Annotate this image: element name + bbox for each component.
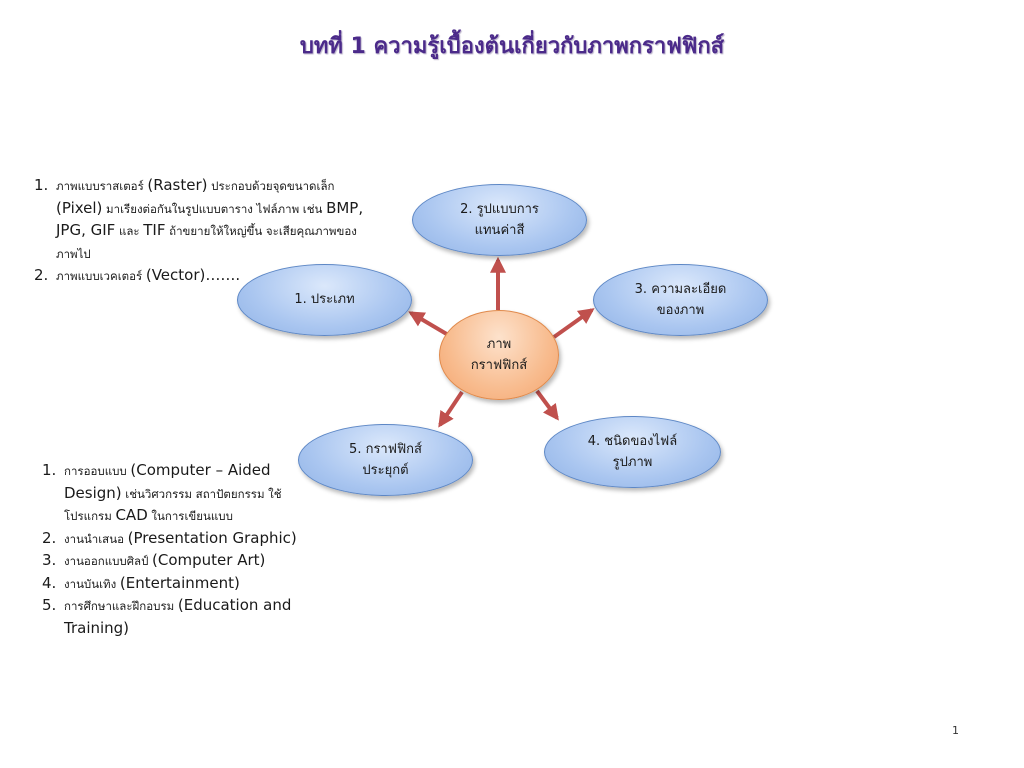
list-text: (Raster) (147, 176, 208, 194)
slide-title: บทที่ 1 ความรู้เบื้องต้นเกี่ยวกับภาพกราฟ… (299, 34, 725, 59)
node-color-model: 2. รูปแบบการแทนค่าสี (412, 184, 587, 256)
arrow-to-node-1 (408, 311, 452, 338)
list-text: งานนำเสนอ (64, 531, 128, 546)
list-item: 1. ภาพแบบราสเตอร์ (Raster) ประกอบด้วยจุดข… (34, 174, 374, 264)
list-text: งานบันเทิง (64, 576, 120, 591)
arrow-to-node-4 (535, 389, 559, 421)
list-text: ถ้าขยายให้ใหญ่ขึ้น จะเสียคุณภาพของภาพไป (56, 224, 357, 261)
list-number: 3. (42, 551, 57, 569)
list-text: (Presentation Graphic) (127, 528, 297, 547)
arrow-to-node-5 (438, 390, 464, 428)
node-type: 1. ประเภท (237, 264, 412, 336)
node-applied-graphics: 5. กราฟฟิกส์ประยุกต์ (298, 424, 473, 496)
list-item: 2. ภาพแบบเวคเตอร์ (Vector)……. (34, 264, 374, 287)
list-number: 2. (34, 266, 49, 284)
list-text: (Pixel) (56, 198, 103, 217)
list-number: 1. (42, 461, 57, 479)
list-text: TIF (143, 221, 166, 239)
list-text: มาเรียงต่อกันในรูปแบบตาราง ไฟล์ภาพ เช่น (102, 201, 327, 216)
list-text: การศึกษาและฝึกอบรม (64, 599, 178, 613)
list-item: 1. การออบแบบ (Computer – Aided Design) เช… (42, 459, 327, 527)
list-text: ภาพแบบราสเตอร์ (56, 179, 148, 193)
list-text: เช่นวิศวกรรม สถาปัตยกรรม ใช้โปรแกรม (64, 486, 282, 524)
applications-list: 1. การออบแบบ (Computer – Aided Design) เช… (42, 459, 327, 639)
list-text: (Entertainment) (119, 573, 240, 592)
list-text: งานออกแบบศิลป์ (64, 554, 153, 568)
list-text: (Education and Training) (64, 596, 292, 637)
list-number: 2. (42, 528, 57, 547)
list-text: ในการเขียนแบบ (147, 509, 233, 523)
list-text: (Computer – Aided Design) (64, 461, 271, 502)
center-node-graphics: ภาพกราฟฟิกส์ (439, 310, 559, 400)
list-number: 1. (34, 176, 49, 194)
image-types-list: 1. ภาพแบบราสเตอร์ (Raster) ประกอบด้วยจุดข… (34, 174, 374, 287)
list-text: ประกอบด้วยจุดขนาดเล็ก (207, 179, 335, 193)
list-item: 5. การศึกษาและฝึกอบรม (Education and Trai… (42, 594, 327, 639)
list-number: 4. (42, 573, 57, 592)
list-text: การออบแบบ (64, 464, 131, 478)
list-item: 4. งานบันเทิง (Entertainment) (42, 572, 327, 595)
list-item: 2. งานนำเสนอ (Presentation Graphic) (42, 527, 327, 550)
list-text: BMP, JPG, GIF (56, 198, 364, 240)
page-number: 1 (952, 724, 959, 737)
node-file-types: 4. ชนิดของไฟล์รูปภาพ (544, 416, 721, 488)
list-text: (Computer Art) (152, 551, 266, 569)
list-text: และ (115, 224, 144, 238)
list-text: (Vector)……. (145, 266, 241, 284)
list-text: CAD (115, 506, 148, 524)
list-number: 5. (42, 596, 57, 614)
arrow-to-node-3 (552, 308, 595, 339)
list-text: ภาพแบบเวคเตอร์ (56, 269, 146, 283)
node-resolution: 3. ความละเอียดของภาพ (593, 264, 768, 336)
list-item: 3. งานออกแบบศิลป์ (Computer Art) (42, 549, 327, 572)
